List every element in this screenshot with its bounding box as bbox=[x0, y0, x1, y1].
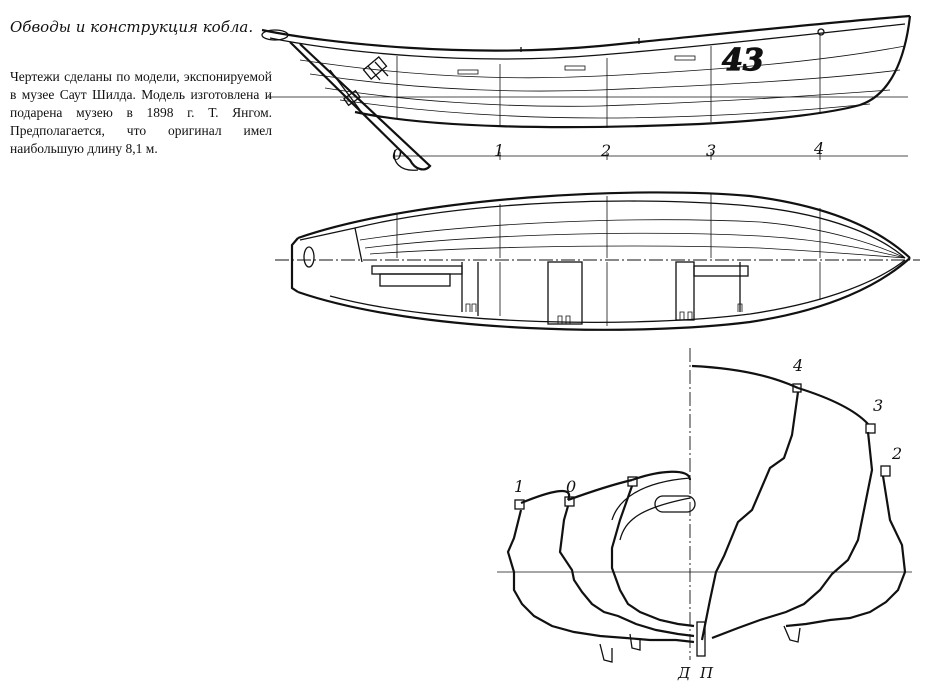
station-label-3: 3 bbox=[706, 141, 716, 160]
station-label-4: 4 bbox=[813, 139, 824, 158]
body-label-2: 2 bbox=[891, 444, 902, 463]
bottom-label-d: Д bbox=[677, 664, 691, 682]
body-label-1: 1 bbox=[514, 477, 524, 496]
figure-title: Обводы и конструкция кобла. bbox=[10, 18, 254, 36]
station-label-1: 1 bbox=[494, 141, 504, 160]
station-label-0: 0 bbox=[392, 145, 402, 164]
profile-view: 43 0 1 2 3 4 bbox=[261, 14, 912, 171]
body-plan-view: 1 0 4 3 2 Д П bbox=[497, 348, 912, 682]
bottom-label-p: П bbox=[699, 664, 714, 682]
body-label-0: 0 bbox=[566, 477, 576, 496]
station-label-2: 2 bbox=[600, 141, 611, 160]
figure-caption: Чертежи сделаны по модели, экспонируемой… bbox=[10, 69, 272, 156]
plan-view bbox=[275, 191, 920, 331]
body-label-3: 3 bbox=[873, 396, 883, 415]
hull-number: 43 bbox=[722, 43, 764, 78]
body-label-4: 4 bbox=[792, 356, 803, 375]
